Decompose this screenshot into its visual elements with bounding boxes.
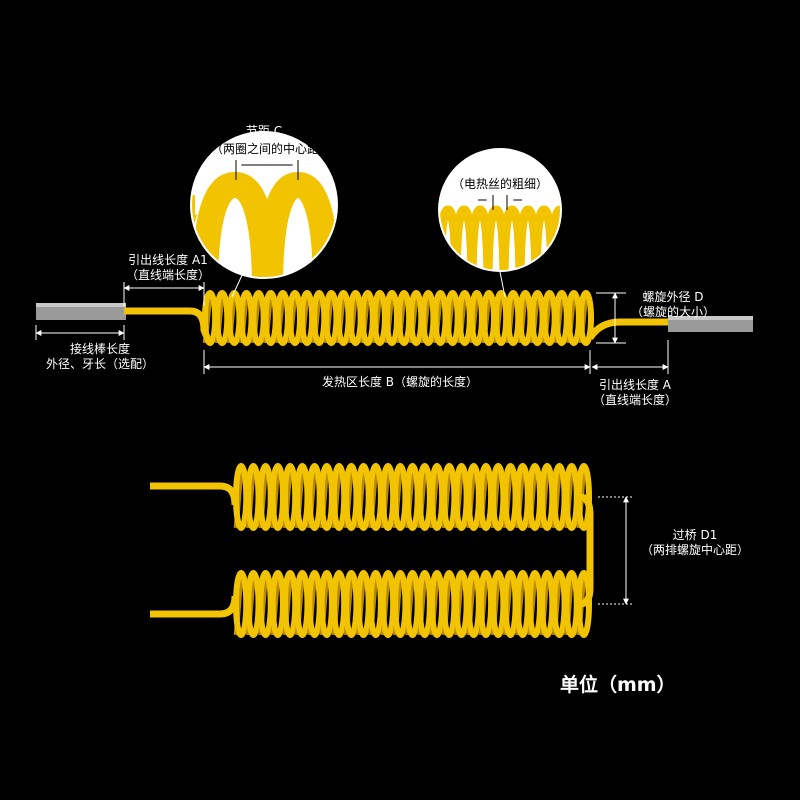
left-terminal-rod xyxy=(36,303,126,320)
upper-row-coil xyxy=(232,463,593,531)
double-row-coil xyxy=(150,463,594,638)
top-spiral-coil xyxy=(201,290,595,346)
upper-row-lead xyxy=(150,482,239,506)
right-lead-wire xyxy=(587,318,670,340)
coil-loop xyxy=(575,570,593,638)
lead-a-label: 引出线长度 A （直线端长度） xyxy=(592,378,677,407)
lower-row-coil xyxy=(232,570,593,638)
lower-row-lead xyxy=(150,595,239,618)
left-lead-wire xyxy=(124,307,212,342)
heating-zone-label: 发热区长度 B（螺旋的长度） xyxy=(321,375,479,389)
pitch-magnifier xyxy=(190,131,338,279)
coil-loop xyxy=(575,463,593,531)
bridge-dimension xyxy=(598,496,632,605)
pitch-desc-label: （两圈之间的中心距 xyxy=(210,142,319,156)
wire-desc-label: （电热丝的粗细） xyxy=(451,177,548,191)
coil-loop xyxy=(577,290,595,346)
pitch-title: 节距 C xyxy=(245,124,283,138)
bridge-label: 过桥 D1 （两排螺旋中心距） xyxy=(640,528,749,557)
outer-diameter-label: 螺旋外径 D （螺旋的大小） xyxy=(630,290,715,319)
unit-label: 单位（mm） xyxy=(560,674,676,696)
lead-a1-label: 引出线长度 A1 （直线端长度） xyxy=(125,253,210,282)
pitch-label: 节距 C xyxy=(224,124,304,139)
wire-label: 丝径 E xyxy=(482,160,518,174)
bridge-wire xyxy=(579,493,594,608)
terminal-rod-label: 接线棒长度 外径、牙长（选配） xyxy=(45,342,154,371)
